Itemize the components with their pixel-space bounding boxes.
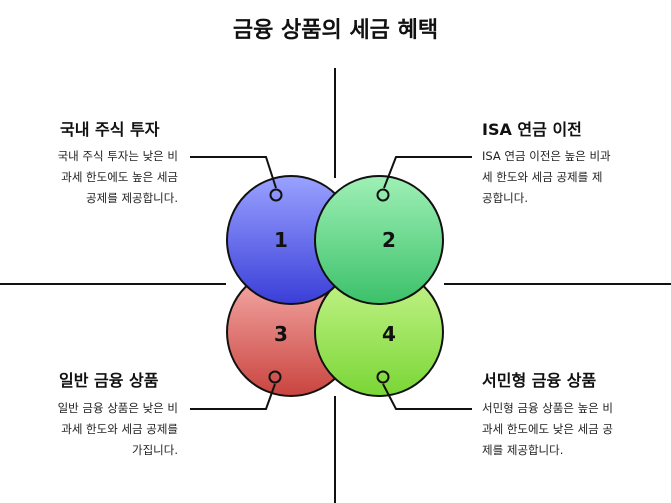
- connector-2: [376, 156, 472, 202]
- circle-3-number: 3: [274, 322, 288, 346]
- connector-4: [376, 370, 472, 410]
- quadrant-3-heading: 일반 금융 상품: [59, 371, 159, 390]
- quadrant-2-heading: ISA 연금 이전: [482, 120, 582, 139]
- diagram-title: 금융 상품의 세금 혜택: [232, 18, 439, 43]
- connector-3: [190, 370, 282, 410]
- quadrant-4-line-2: 과세 한도에도 낮은 세금 공: [482, 422, 614, 436]
- quadrant-3-line-1: 일반 금융 상품은 낮은 비: [57, 401, 178, 415]
- quadrant-1-line-3: 공제를 제공합니다.: [86, 191, 178, 205]
- quadrant-2-description: ISA 연금 이전은 높은 비과 세 한도와 세금 공제를 제 공합니다.: [482, 146, 657, 209]
- quadrant-4-line-3: 제를 제공합니다.: [482, 443, 564, 457]
- quadrant-2-line-3: 공합니다.: [482, 191, 528, 205]
- quadrant-4-line-1: 서민형 금융 상품은 높은 비: [482, 401, 614, 415]
- quadrant-4-heading: 서민형 금융 상품: [482, 371, 597, 390]
- circle-2-number: 2: [382, 228, 396, 252]
- quadrant-1-line-1: 국내 주식 투자는 낮은 비: [57, 149, 178, 163]
- quadrant-2-line-2: 세 한도와 세금 공제를 제: [482, 170, 603, 184]
- quadrant-3-line-3: 가집니다.: [132, 443, 178, 457]
- circle-2: [314, 175, 444, 305]
- quadrant-1-line-2: 과세 한도에도 높은 세금: [61, 170, 178, 184]
- quadrant-4-description: 서민형 금융 상품은 높은 비 과세 한도에도 낮은 세금 공 제를 제공합니다…: [482, 398, 662, 461]
- circle-4-number: 4: [382, 322, 396, 346]
- circle-1-number: 1: [274, 228, 288, 252]
- quadrant-3-line-2: 과세 한도와 세금 공제를: [61, 422, 178, 436]
- connector-1: [190, 156, 283, 202]
- quadrant-1-heading: 국내 주식 투자: [60, 120, 160, 139]
- quadrant-3-description: 일반 금융 상품은 낮은 비 과세 한도와 세금 공제를 가집니다.: [14, 398, 178, 461]
- quadrant-2-line-1: ISA 연금 이전은 높은 비과: [482, 149, 611, 163]
- quadrant-1-description: 국내 주식 투자는 낮은 비 과세 한도에도 높은 세금 공제를 제공합니다.: [14, 146, 178, 209]
